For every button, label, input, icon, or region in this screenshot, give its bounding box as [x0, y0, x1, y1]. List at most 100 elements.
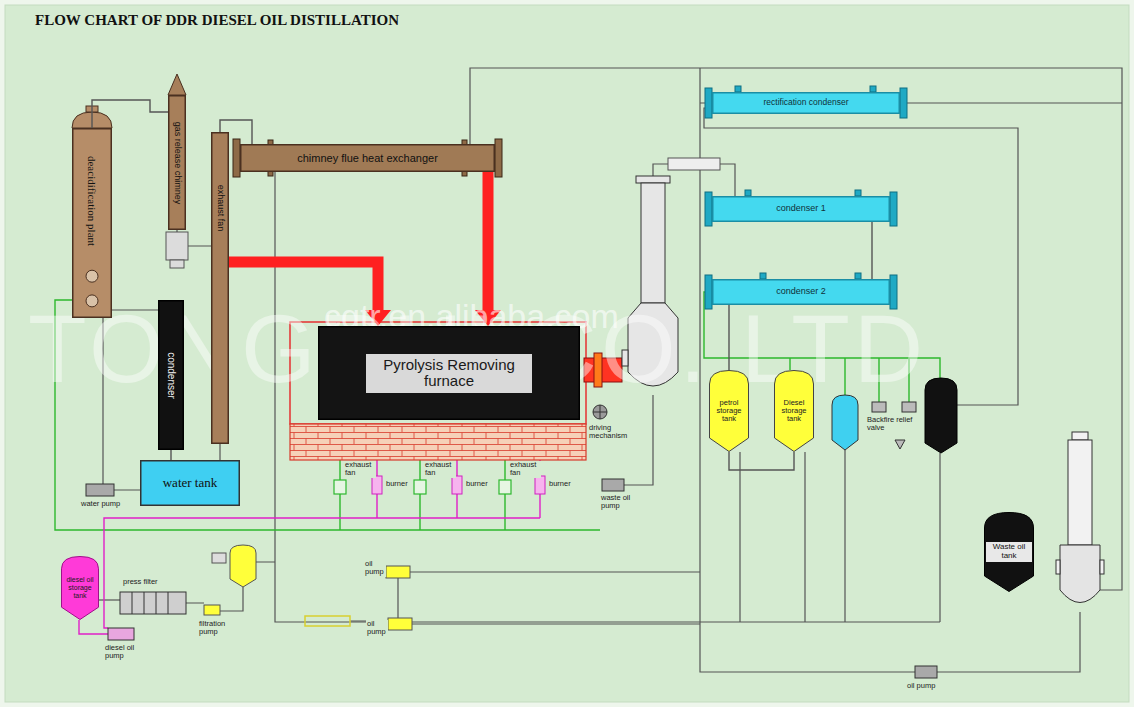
relief-valve-icon: [895, 440, 905, 449]
heat-exchanger: chimney flue heat exchanger: [240, 144, 495, 172]
pyrolysis-furnace-outline: [318, 326, 580, 420]
chimney-cap: [168, 74, 186, 95]
storage-tank: diesel oil storage tank: [61, 556, 99, 620]
deacidification-column-outline: [72, 128, 112, 318]
rectification-condenser-outline: [712, 92, 900, 114]
condenser-flange: [705, 275, 712, 309]
flue-pipe: [229, 262, 378, 310]
condenser-flange: [855, 190, 861, 196]
condenser-unit: condenser 2: [712, 279, 890, 305]
fuel-pipe: [79, 620, 108, 634]
gas-release-valve: [166, 232, 188, 268]
relief-valve-icon: [872, 402, 916, 449]
yellow-equipment: [204, 545, 412, 630]
equipment-label: burner: [548, 480, 572, 488]
pump-icon: [86, 484, 114, 496]
gas-release-chimney-body: [169, 96, 186, 230]
equipment-label: diesel oil pump: [104, 644, 146, 661]
storage-tank: petrol storage tank: [709, 370, 749, 452]
relief-valve-icon: [902, 402, 916, 412]
relief-valve-icon: [872, 402, 886, 412]
driving-mechanism-icon: [593, 405, 607, 419]
rectification-tower: [1072, 432, 1088, 440]
pump-icon: [86, 479, 937, 678]
distillation-vessel: [622, 350, 628, 366]
burner-icon: [372, 476, 545, 494]
condenser-unit-body: [713, 197, 890, 222]
separator: [668, 158, 720, 170]
furnace-outlet: [594, 353, 602, 387]
process-pipe: [740, 450, 940, 622]
buffer-tank: [832, 395, 858, 450]
heat-exchanger-outline: [240, 144, 495, 172]
heat-exchanger-flange: [233, 139, 502, 177]
equipment-label: driving mechanism: [588, 424, 638, 441]
pump-icon: [602, 479, 624, 491]
yellow-equipment: [388, 618, 412, 630]
gas-release-valve: [166, 232, 188, 260]
exhaust-pipe: [55, 292, 940, 530]
yellow-equipment: [204, 605, 220, 615]
equipment-label: exhaust fan: [509, 461, 541, 478]
process-pipe: [96, 68, 1122, 672]
exhaust-pipe: [704, 292, 940, 402]
flue-pipe: [483, 172, 494, 310]
storage-tank-body: [62, 557, 99, 620]
porthole: [86, 295, 98, 307]
exhaust-pipe: [340, 460, 505, 480]
condenser-column: condenser: [158, 300, 184, 450]
fuel-pipe: [79, 460, 540, 634]
condenser-flange: [890, 275, 897, 309]
water-tank-outline: [140, 460, 240, 506]
exhaust-pipe: [55, 300, 600, 530]
chimney-cap: [168, 74, 186, 95]
heat-exchanger-flange: [462, 140, 467, 176]
node-label: rectification condenser: [763, 98, 848, 107]
burner-icon: [535, 476, 545, 494]
driving-mechanism-icon: [593, 405, 607, 419]
watermark: cgtr.en.alibaba.com: [324, 298, 619, 335]
storage-tank-outline: [774, 370, 814, 452]
condenser-flange: [760, 273, 766, 279]
equipment-label: filtration pump: [198, 620, 240, 637]
distillation-vessel: [636, 176, 670, 183]
fan-icon: [499, 480, 511, 494]
condenser-flange: [705, 192, 712, 226]
equipment-label: waste oil pump: [600, 494, 646, 511]
process-pipe: [700, 103, 1018, 405]
fan-icon: [414, 480, 426, 494]
waste-oil-tank-body: [985, 513, 1034, 592]
storage-tank-body: [775, 371, 814, 452]
process-pipe: [907, 102, 1122, 103]
process-pipe: [470, 68, 1122, 590]
distillation-vessel: [641, 183, 665, 303]
condenser-unit-body: [713, 280, 890, 305]
fan-icon: [334, 480, 511, 494]
storage-tank-outline: [709, 370, 749, 452]
equipment-label: oil pump: [366, 620, 388, 637]
condenser-flange: [705, 88, 712, 118]
furnace-outlet: [584, 353, 622, 387]
condenser-unit-outline: [712, 279, 890, 305]
burner-icon: [452, 476, 462, 494]
filter-press: [120, 592, 186, 614]
furnace-housing: [290, 322, 586, 460]
exhaust-fan-stack: exhaust fan: [211, 132, 229, 444]
condenser-flange: [900, 88, 907, 118]
water-tank: water tank: [140, 460, 240, 506]
filter-press: [132, 592, 168, 614]
process-pipe: [350, 572, 700, 624]
node-label: diesel oil storage tank: [63, 576, 97, 599]
condenser-flange: [890, 192, 897, 226]
process-pipe: [624, 395, 653, 485]
rectification-tower: [1056, 560, 1060, 574]
node-label: Pyrolysis Removing furnace: [366, 354, 532, 393]
condenser-flange: [870, 86, 876, 92]
exhaust-fan-stack-body: [212, 133, 229, 444]
process-pipe: [275, 172, 940, 622]
buffer-tank: [925, 378, 957, 453]
condenser-flange: [745, 190, 751, 196]
process-pipe: [700, 68, 915, 672]
